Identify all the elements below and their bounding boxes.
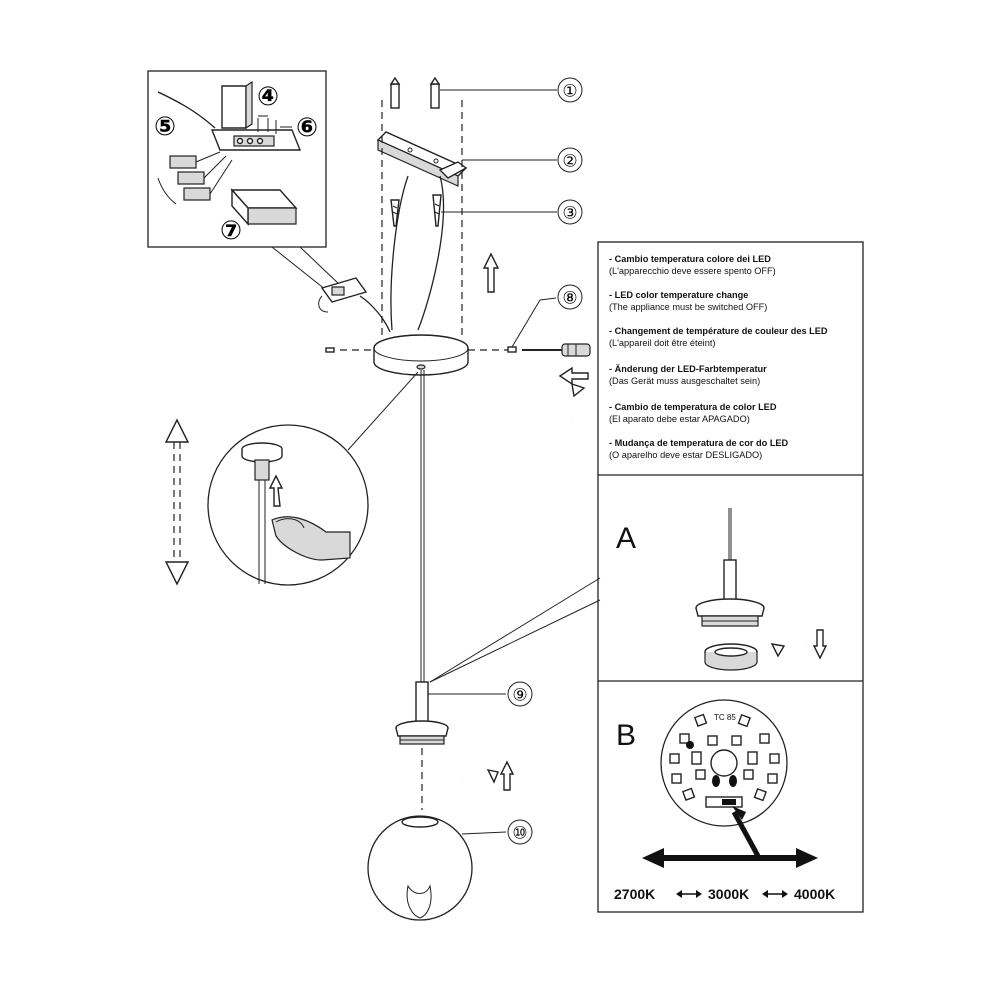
terminal-bracket [210,80,302,151]
callout-9: ⑨ [507,681,533,707]
arrow-left-icon [558,366,589,386]
rotate-icon [562,382,586,422]
double-arrow-icon [164,418,190,586]
note-it-sub: (L'apparecchio deve essere spento OFF) [609,266,776,276]
temp-2700: 2700K [614,886,655,902]
lamp-cup [395,720,449,745]
double-arrow-icon [762,890,788,898]
panel-b-label: B [616,719,636,752]
led-board: TC 85 [660,699,788,827]
wire-connectors [157,151,233,205]
callout-7: ⑦ [220,215,242,245]
svg-text:①: ① [562,82,577,101]
svg-text:②: ② [562,152,577,171]
note-es-sub: (El aparato debe estar APAGADO) [609,414,750,424]
mounting-bracket [376,131,468,187]
callout-6: ⑥ [296,112,318,142]
screwdriver-icon [522,343,591,357]
panel-a-label: A [616,522,636,555]
pcb-label: TC 85 [714,713,736,722]
note-de-title: - Änderung der LED-Farbtemperatur [609,364,767,374]
note-de-sub: (Das Gerät muss ausgeschaltet sein) [609,376,760,386]
callout-8: ⑧ [539,284,583,310]
callout-1: ① [557,77,583,103]
note-fr-title: - Changement de température de couleur d… [609,326,828,336]
note-pt-title: - Mudança de temperatura de cor do LED [609,438,789,448]
note-en-sub: (The appliance must be switched OFF) [609,302,767,312]
arrow-up-icon [499,760,515,791]
callout-10: ⑩ [507,819,533,845]
callout-2: ② [557,147,583,173]
rotate-icon [460,769,499,787]
led-driver [230,188,298,226]
finger-icon [271,516,351,561]
arrow-up-icon [482,252,500,293]
double-arrow-icon [676,890,702,898]
temp-3000: 3000K [708,886,749,902]
callout-5: ⑤ [154,111,176,141]
note-en-title: - LED color temperature change [609,290,748,300]
ceiling-canopy [373,334,469,376]
temp-4000: 4000K [794,886,835,902]
wall-plugs [389,76,441,109]
svg-text:⑧: ⑧ [562,289,577,308]
multilingual-notes: - Cambio temperatura colore dei LED (L'a… [609,254,828,460]
callout-4: ④ [257,81,279,111]
suspension-tube [415,681,429,727]
svg-text:③: ③ [562,204,577,223]
svg-text:⑩: ⑩ [512,824,527,843]
glass-globe [367,815,473,921]
instruction-panel [597,241,864,913]
panel-a-detail [695,508,828,671]
driver-detail-box: ④ ⑤ ⑥ ⑦ [147,70,327,248]
note-it-title: - Cambio temperatura colore dei LED [609,254,771,264]
color-temperature-scale: 2700K 3000K 4000K [614,886,835,902]
note-es-title: - Cambio de temperatura de color LED [609,402,777,412]
cable-connector [318,277,391,333]
switch-indicator [642,806,818,868]
note-pt-sub: (O aparelho deve estar DESLIGADO) [609,450,762,460]
callout-3: ③ [557,199,583,225]
svg-text:⑨: ⑨ [512,686,527,705]
magnifier-detail [207,424,369,586]
screws [390,194,442,227]
note-fr-sub: (L'appareil doit être éteint) [609,338,715,348]
